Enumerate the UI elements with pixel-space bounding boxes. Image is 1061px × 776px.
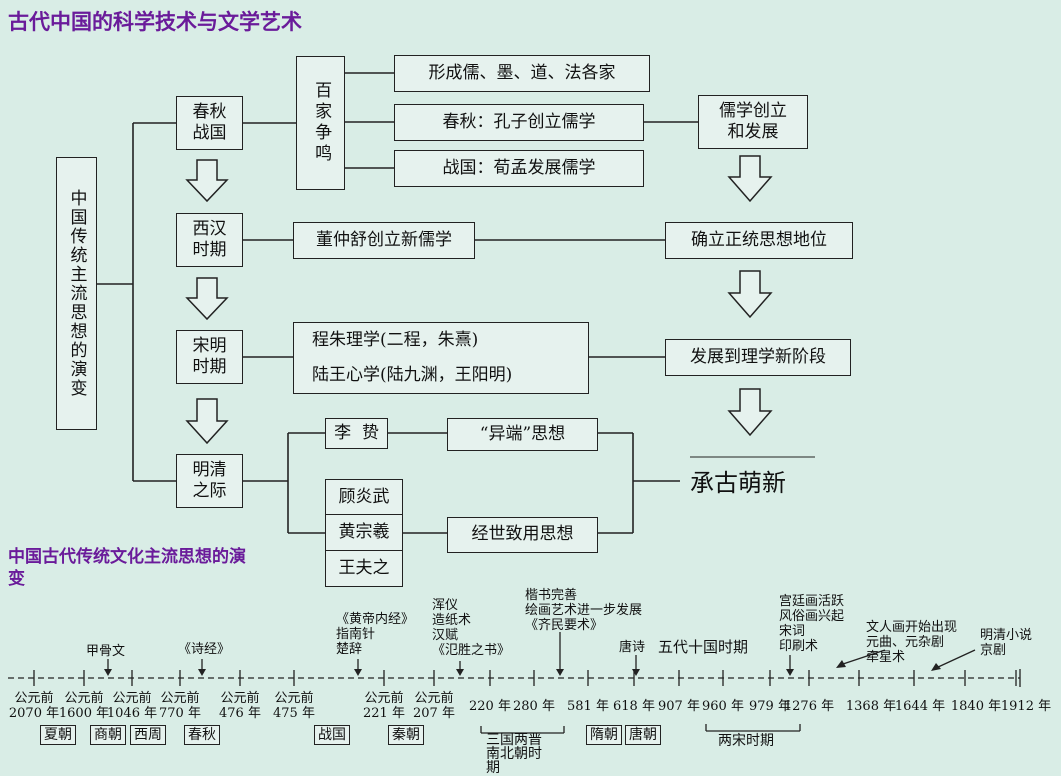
event-tangshi: 唐诗 (619, 640, 646, 655)
span-sanguo: 三国两晋 南北朝时 期 (486, 732, 542, 776)
person-divider-2 (325, 550, 403, 551)
timeline-date: 公元前 2070 年 (8, 691, 60, 721)
songming-item-1: 程朱理学(二程，朱熹) (312, 329, 479, 350)
period-xihan: 西汉时期 (176, 213, 243, 267)
dynasty-label: 西周 (130, 725, 166, 745)
rujia-result-label: 儒学创立和发展 (718, 100, 787, 142)
event-huangdi: 《黄帝内经》 指南针 楚辞 (336, 612, 415, 657)
timeline-date: 公元前 475 年 (273, 691, 315, 721)
event-kaishu: 楷书完善 绘画艺术进一步发展 《齐民要术》 (525, 588, 643, 633)
main-thought-box: 中国传统主流思想的演变 (56, 157, 97, 430)
idea-jingshi-label: 经世致用思想 (471, 524, 574, 545)
songming-result-box: 发展到理学新阶段 (665, 339, 851, 376)
songming-result-label: 发展到理学新阶段 (690, 346, 826, 367)
xihan-result-label: 确立正统思想地位 (691, 229, 827, 250)
baijia-item-2: 春秋：孔子创立儒学 (394, 104, 644, 141)
baijia-item-2-label: 春秋：孔子创立儒学 (442, 111, 596, 132)
baijia-item-3-label: 战国：荀孟发展儒学 (442, 157, 596, 178)
timeline-date: 公元前 1600 年 (58, 691, 110, 721)
event-gongting: 宫廷画活跃 风俗画兴起 宋词 印刷术 (779, 594, 845, 654)
event-xiaoshuo: 明清小说 京剧 (980, 628, 1033, 658)
dynasty-label: 战国 (314, 725, 350, 745)
main-thought-label: 中国传统主流思想的演变 (66, 189, 87, 398)
person-lizhi: 李 贽 (325, 418, 388, 449)
period-mingqing-label: 明清之际 (192, 459, 227, 501)
timeline-date: 618 年 (613, 699, 655, 714)
dynasty-label: 商朝 (90, 725, 126, 745)
person-guyanwu: 顾炎武 (338, 487, 390, 508)
idea-heretic-label: “异端”思想 (479, 423, 566, 444)
rujia-result-box: 儒学创立和发展 (698, 95, 808, 149)
conclusion-text: 承古萌新 (690, 469, 786, 497)
period-songming-label: 宋明时期 (192, 335, 227, 377)
timeline-date: 1840 年 (950, 699, 1002, 714)
timeline-date: 公元前 207 年 (413, 691, 455, 721)
baijia-label: 百家争鸣 (311, 81, 332, 165)
page-title: 古代中国的科学技术与文学艺术 (8, 10, 302, 34)
period-xihan-label: 西汉时期 (192, 218, 227, 260)
timeline-date: 公元前 221 年 (363, 691, 405, 721)
event-shijing: 《诗经》 (178, 642, 231, 657)
xihan-item-box: 董仲舒创立新儒学 (293, 222, 475, 259)
timeline-title: 中国古代传统文化主流思想的演变 (8, 546, 248, 590)
timeline-date: 581 年 (567, 699, 609, 714)
baijia-item-1: 形成儒、墨、道、法各家 (394, 55, 650, 92)
dynasty-label: 秦朝 (388, 725, 424, 745)
baijia-box: 百家争鸣 (296, 56, 345, 190)
timeline-date: 1368 年 (845, 699, 897, 714)
xihan-result-box: 确立正统思想地位 (665, 222, 853, 259)
event-hundi: 浑仪 造纸术 汉赋 《氾胜之书》 (432, 598, 511, 658)
person-wangfuzhi: 王夫之 (338, 557, 390, 578)
event-jiaguwen: 甲骨文 (86, 644, 126, 659)
timeline-date: 960 年 (702, 699, 744, 714)
period-songming: 宋明时期 (176, 330, 243, 384)
baijia-item-3: 战国：荀孟发展儒学 (394, 150, 644, 187)
dynasty-label: 隋朝 (586, 725, 622, 745)
span-liangsong: 两宋时期 (718, 733, 774, 749)
timeline-date: 220 年 (469, 699, 511, 714)
period-chunqiu-label: 春秋战国 (192, 101, 227, 143)
timeline-date: 1644 年 (894, 699, 946, 714)
timeline-date: 280 年 (513, 699, 555, 714)
timeline-date: 979 年 (749, 699, 791, 714)
timeline-date: 公元前 770 年 (159, 691, 201, 721)
xihan-item-label: 董仲舒创立新儒学 (316, 229, 452, 250)
event-wudai: 五代十国时期 (658, 638, 749, 656)
baijia-item-1-label: 形成儒、墨、道、法各家 (428, 62, 616, 83)
dynasty-label: 唐朝 (625, 725, 661, 745)
timeline-date: 公元前 1046 年 (106, 691, 158, 721)
timeline-date: 1276 年 (783, 699, 835, 714)
songming-item-2: 陆王心学(陆九渊，王阳明) (312, 364, 513, 385)
person-group-box: 顾炎武 黄宗羲 王夫之 (325, 479, 403, 587)
timeline-date: 907 年 (658, 699, 700, 714)
dynasty-label: 夏朝 (40, 725, 76, 745)
idea-heretic-box: “异端”思想 (447, 418, 598, 451)
person-lizhi-label: 李 贽 (334, 422, 379, 443)
person-divider-1 (325, 514, 403, 515)
timeline-date: 1912 年 (1000, 699, 1052, 714)
person-huangzongxi: 黄宗羲 (338, 522, 390, 543)
dynasty-label: 春秋 (184, 725, 220, 745)
event-wenren: 文人画开始出现 元曲、元杂剧 牵星术 (866, 620, 958, 665)
period-chunqiu: 春秋战国 (176, 96, 243, 150)
timeline-date: 公元前 476 年 (219, 691, 261, 721)
songming-items-box: 程朱理学(二程，朱熹) 陆王心学(陆九渊，王阳明) (293, 322, 589, 394)
period-mingqing: 明清之际 (176, 454, 243, 508)
timeline-title-label: 中国古代传统文化主流思想的演变 (8, 547, 246, 589)
idea-jingshi-box: 经世致用思想 (447, 517, 598, 553)
